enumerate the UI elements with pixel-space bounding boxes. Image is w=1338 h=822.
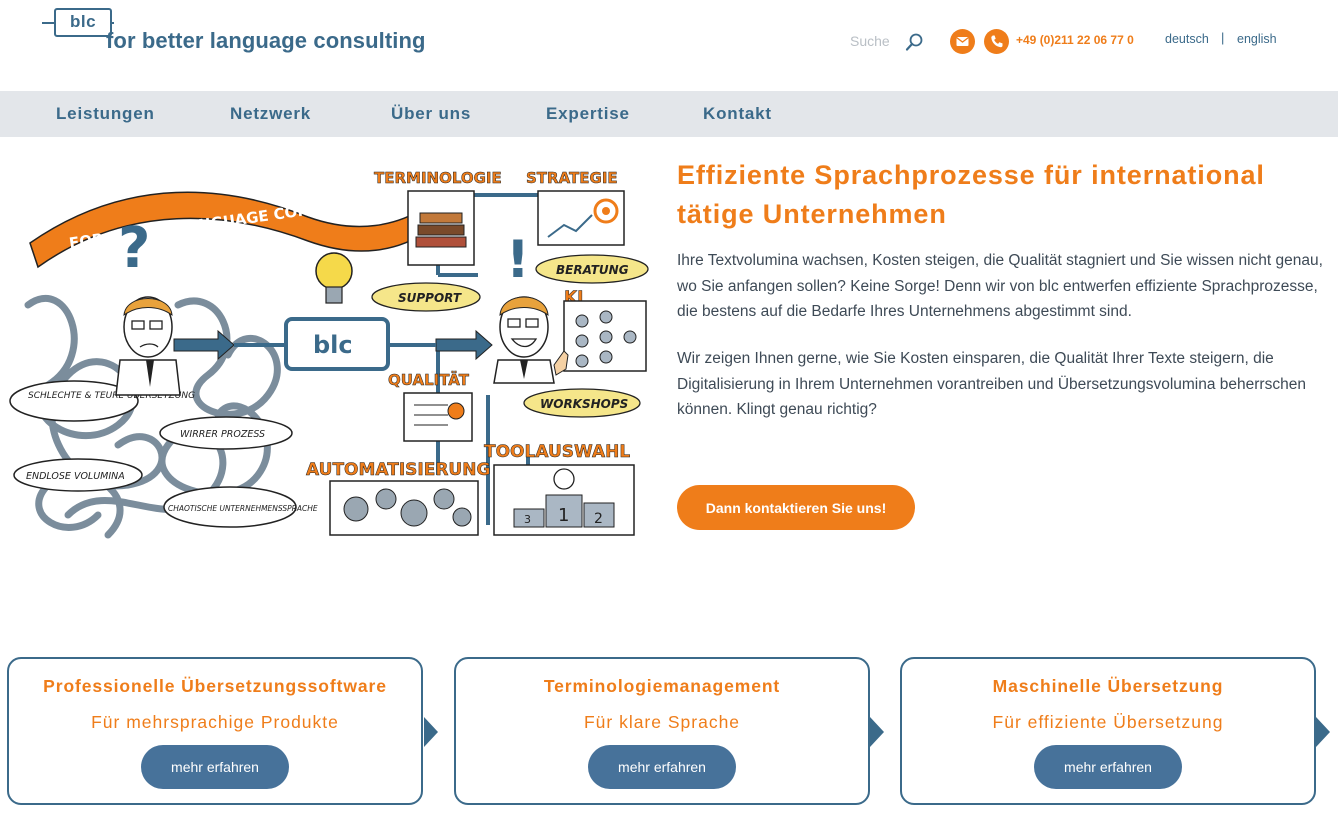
service-card-terminology: Terminologiemanagement Für klare Sprache… (454, 657, 870, 805)
svg-text:BERATUNG: BERATUNG (556, 263, 629, 277)
svg-text:CHAOTISCHE UNTERNEHMENSSPRACHE: CHAOTISCHE UNTERNEHMENSSPRACHE (168, 504, 318, 513)
phone-icon (991, 35, 1003, 48)
svg-text:SUPPORT: SUPPORT (398, 291, 462, 305)
language-english[interactable]: english (1237, 32, 1277, 46)
card-subtitle: Für effiziente Übersetzung (992, 712, 1224, 732)
more-button-terminology[interactable]: mehr erfahren (588, 745, 736, 789)
podium-frame: 3 1 2 (493, 464, 635, 536)
ai-network-frame (563, 300, 647, 372)
nav-item-ueber-uns[interactable]: Über uns (391, 104, 472, 123)
arrow-right-icon (435, 329, 493, 361)
nav-item-netzwerk[interactable]: Netzwerk (230, 104, 312, 123)
problem-clouds: SCHLECHTE & TEURE ÜBERSETZUNG WIRRER PRO… (9, 380, 318, 528)
arrow-right-icon (173, 329, 235, 361)
logo-mark-text: blc (69, 12, 97, 31)
card-title: Terminologiemanagement (543, 676, 781, 696)
logo-line-right (110, 22, 114, 24)
svg-text:2: 2 (594, 511, 603, 527)
hero-illustration: FOR BETTER LANGUAGE CONSULTING ? ! SCHLE… (9, 169, 649, 539)
card-subtitle: Für mehrsprachige Produkte (91, 712, 339, 732)
site-header: blc for better language consulting +49 (… (0, 0, 1338, 91)
card-arrow-icon (1316, 717, 1330, 747)
hero-paragraph-1: Ihre Textvolumina wachsen, Kosten steige… (677, 252, 1323, 320)
search-input[interactable] (850, 30, 898, 52)
strategy-frame (537, 190, 625, 246)
svg-text:TOOLAUSWAHL: TOOLAUSWAHL (484, 442, 630, 462)
service-card-software: Professionelle Übersetzungssoftware Für … (7, 657, 423, 805)
svg-text:3: 3 (524, 513, 531, 526)
card-arrow-icon (424, 717, 438, 747)
nav-item-kontakt[interactable]: Kontakt (703, 104, 772, 123)
service-card-machine-translation: Maschinelle Übersetzung Für effiziente Ü… (900, 657, 1316, 805)
card-arrow-icon (870, 717, 884, 747)
question-mark-icon: ? (118, 216, 150, 281)
phone-number[interactable]: +49 (0)211 22 06 77 0 (1016, 33, 1134, 47)
blc-box-text: blc (313, 331, 353, 359)
card-subtitle: Für klare Sprache (583, 712, 741, 732)
svg-text:WORKSHOPS: WORKSHOPS (540, 397, 628, 411)
hero-title: Effiziente Sprachprozesse für internatio… (677, 160, 1265, 229)
confused-person (115, 296, 181, 396)
mail-button[interactable] (950, 29, 975, 54)
nav-item-expertise[interactable]: Expertise (546, 104, 630, 123)
language-deutsch[interactable]: deutsch (1165, 32, 1209, 46)
card-title: Maschinelle Übersetzung (992, 676, 1224, 696)
quality-frame (403, 392, 473, 442)
logo-mark: blc (54, 8, 112, 37)
svg-text:STRATEGIE: STRATEGIE (526, 169, 618, 187)
language-separator: | (1221, 30, 1225, 45)
svg-text:QUALITÄT: QUALITÄT (388, 370, 470, 389)
nav-item-leistungen[interactable]: Leistungen (56, 104, 155, 123)
exclamation-mark-icon: ! (506, 230, 530, 290)
lightbulb-icon (315, 252, 353, 304)
svg-text:WIRRER PROZESS: WIRRER PROZESS (180, 429, 265, 440)
phone-button[interactable] (984, 29, 1009, 54)
svg-text:SCHLECHTE & TEURE ÜBERSETZUNG: SCHLECHTE & TEURE ÜBERSETZUNG (28, 390, 195, 401)
books-frame (407, 190, 475, 266)
search-icon[interactable] (904, 32, 924, 52)
mail-icon (956, 36, 969, 46)
solution-labels: TERMINOLOGIE STRATEGIE SUPPORT BERATUNG … (306, 169, 649, 480)
gears-frame (329, 480, 479, 536)
more-button-machine-translation[interactable]: mehr erfahren (1034, 745, 1182, 789)
svg-text:TERMINOLOGIE: TERMINOLOGIE (374, 169, 502, 187)
svg-text:AUTOMATISIERUNG: AUTOMATISIERUNG (306, 460, 490, 480)
more-button-software[interactable]: mehr erfahren (141, 745, 289, 789)
logo-line-left (42, 22, 56, 24)
main-nav: Leistungen Netzwerk Über uns Expertise K… (0, 91, 1338, 137)
hero-paragraph-2: Wir zeigen Ihnen gerne, wie Sie Kosten e… (677, 350, 1306, 418)
svg-text:ENDLOSE VOLUMINA: ENDLOSE VOLUMINA (26, 471, 125, 482)
happy-person (493, 296, 569, 384)
svg-text:1: 1 (558, 505, 569, 526)
card-title: Professionelle Übersetzungssoftware (43, 676, 387, 696)
contact-cta-button[interactable]: Dann kontaktieren Sie uns! (677, 485, 915, 530)
search-box (850, 30, 928, 54)
logo-tagline: for better language consulting (106, 28, 426, 53)
site-logo[interactable]: blc for better language consulting (42, 6, 452, 60)
